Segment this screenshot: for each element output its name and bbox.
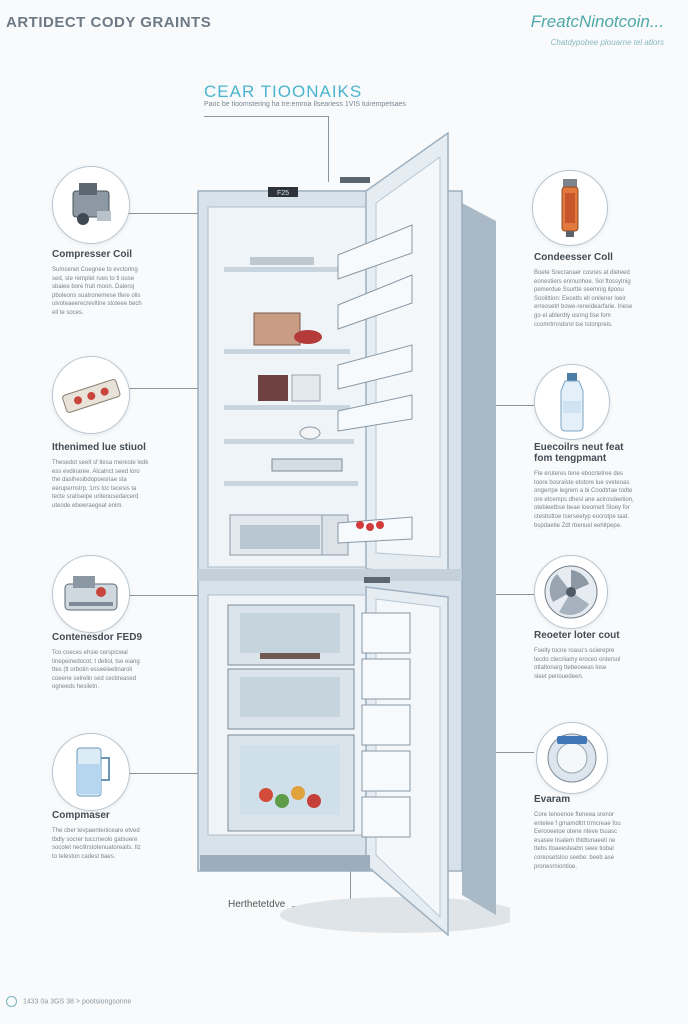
food-item [260,653,320,659]
callout-left-1: Compresser Coil Sumcenet Coegnee to evct… [52,249,164,318]
callout-right-3: Reoeter loter cout Foelty tocne roaso's … [534,630,664,681]
food-item [291,374,321,402]
condenser-coil-icon [532,170,608,246]
component-title: Compresser Coil [52,249,133,260]
door-bin [337,274,413,330]
shelf [224,481,358,486]
component-title: Compmaser [52,810,110,821]
callout-right-1: Condeesser Coll Boete Srecranaer cosnes … [534,252,664,329]
shelf [224,267,344,272]
condenser-icon [52,555,130,633]
freezer-door-bin [361,796,411,838]
food-item [253,312,301,346]
food-item [271,458,343,472]
refrigerator-illustration: F25 [197,131,510,937]
fridge-side-panel [462,203,496,915]
freezer-door-bin [361,658,411,700]
connector-left-4 [128,773,232,774]
filter-icon [52,356,130,434]
heading-connector [204,116,329,117]
brand-logo: FreatcNinotcoin... Chatdypobee plouarne … [531,12,664,47]
food-item [356,521,364,529]
evaporator-icon [536,722,608,794]
door-bin [337,394,413,432]
page-title: ARTIDECT CODY GRAINTS [6,14,212,31]
cup-icon [52,733,130,811]
crisper-window [240,525,320,549]
freezer-drawer-window [240,677,340,717]
brand-name: FreatcNinotcoin... [530,12,664,31]
freezer-door-bin [361,750,411,792]
door-bin [337,344,413,390]
connector-right-3 [462,594,534,595]
compressor-coil-icon [52,166,130,244]
component-title: Condeesser Coll [534,252,613,263]
freezer-drawer-window [240,745,340,815]
freezer-drawer-window [240,613,340,653]
connector-left-2 [128,388,232,389]
food-item [259,788,273,802]
food-item [250,257,314,265]
callout-left-2: Ithenimed lue stiuol Thesedot seelt sf t… [52,442,168,511]
connector-left-1 [128,213,206,214]
connector-right-4 [462,752,534,753]
food-item [299,426,321,440]
temperature-display [268,187,298,197]
food-item [275,794,289,808]
callout-right-2: Euecoilrs neut feat fom tengpmant Fte er… [534,442,674,530]
fan-icon [534,555,608,629]
component-title: Evaram [534,794,571,805]
freezer-door-bin [361,612,411,654]
component-title: Ithenimed lue stiuol [52,442,146,453]
component-title: Reoeter loter cout [534,630,620,641]
base-connector-vertical [350,848,351,906]
food-item [294,330,322,344]
brand-tagline: Chatdypobee plouarne tel atlors [550,38,664,47]
callout-left-4: Compmaser The cber tevpaenteniceare etve… [52,810,168,861]
footer: 1433 0a 3GS 38 > pootsiongsonne [6,996,131,1007]
diagram-heading: CEAR TIOONAIKS [204,82,363,101]
shelf [224,349,350,354]
diagram-subheading: Paoc be tioomstering ha tre:emroa Ilsear… [204,101,406,108]
footer-text: 1433 0a 3GS 38 > pootsiongsonne [23,998,132,1006]
callout-left-3: Contenesdor FED9 Tco coeces ehsie cerspi… [52,632,168,692]
food-item [366,523,374,531]
component-title: Contenesdor FED9 [52,632,143,643]
food-item [307,794,321,808]
door-bin [337,224,413,280]
component-title: Euecoilrs neut feat fom tengpmant [534,442,624,464]
base-label: Herthetetdve [228,899,286,910]
bottle-icon [534,364,610,440]
connector-left-3 [128,595,206,596]
freezer-door-bin [361,704,411,746]
food-item [291,786,305,800]
food-item [258,375,288,401]
shelf [224,439,354,444]
floor-shadow [280,897,510,933]
display-readout: F25 [277,190,289,197]
heading-connector-vertical [328,116,329,182]
fridge-base [200,855,370,871]
food-item [376,521,384,529]
info-icon [6,996,17,1007]
door-handle [340,177,370,183]
door-handle [364,577,390,583]
shelf [224,405,350,410]
compartment-divider [198,569,462,581]
